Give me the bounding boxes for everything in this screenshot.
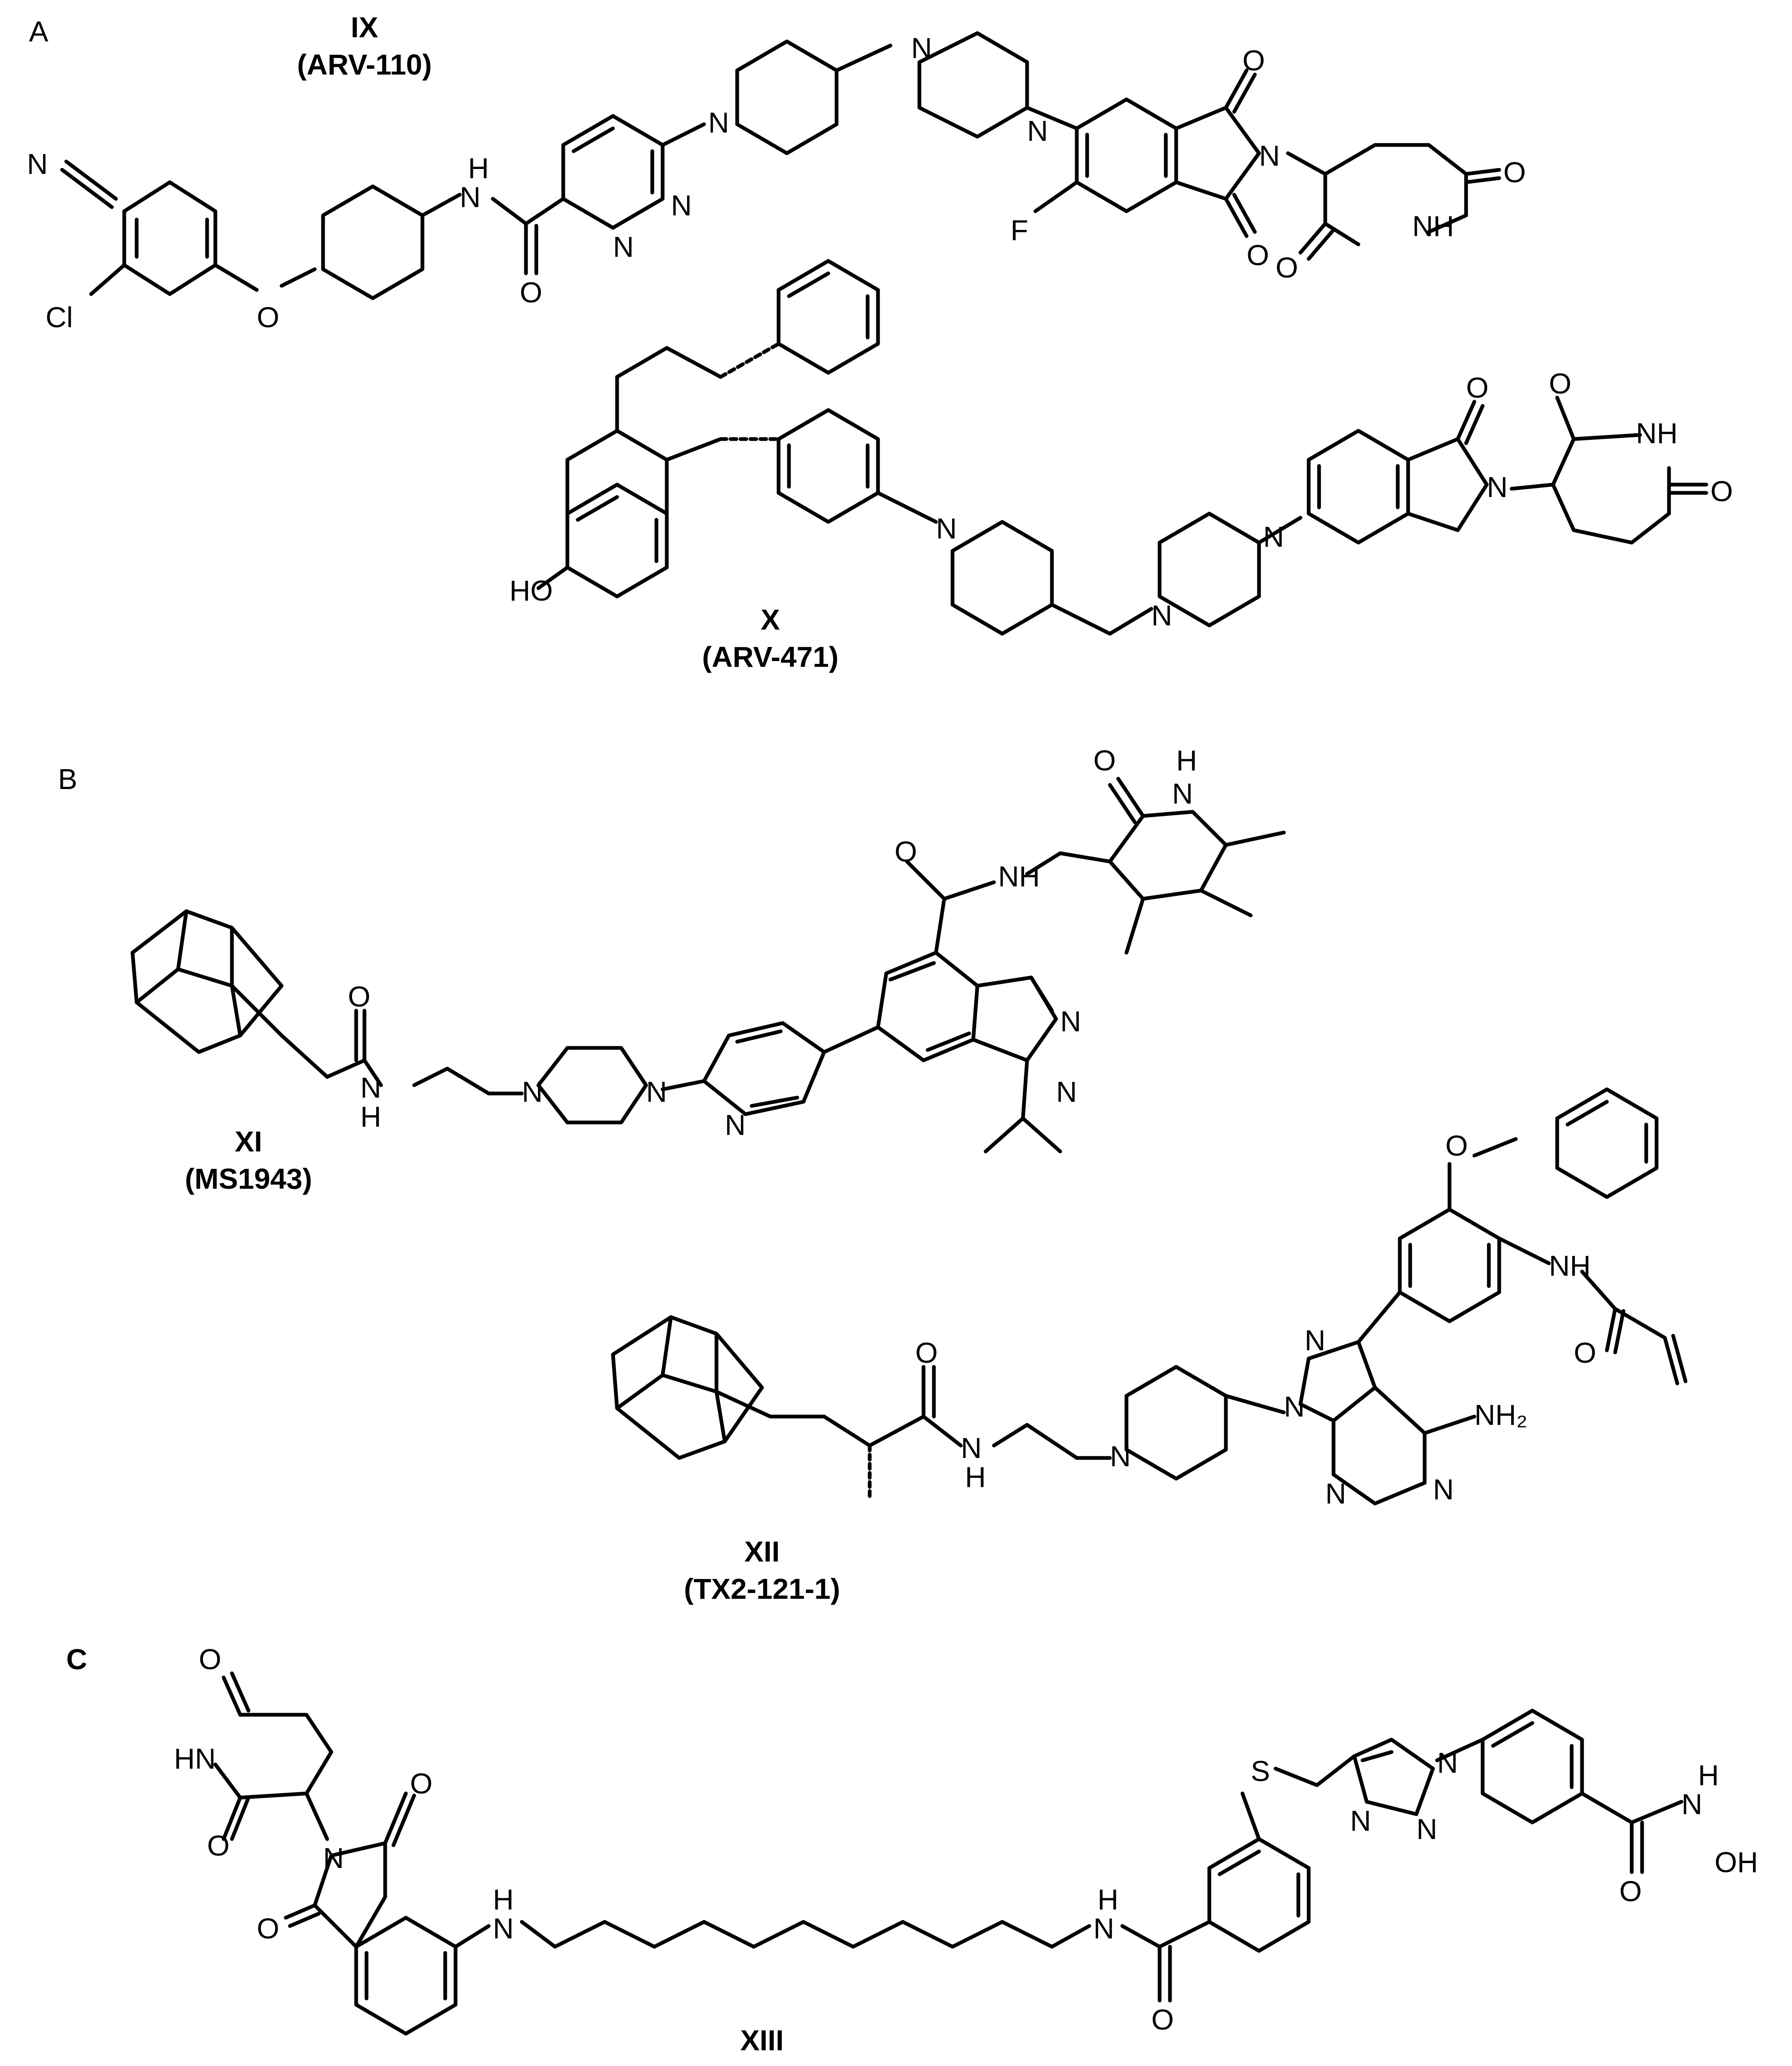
compound-xi-atom-labels: O H N N N N N N O NH O H N: [348, 744, 1197, 1141]
atom-h: H: [468, 152, 489, 184]
compound-x-code: (ARV-471): [702, 641, 838, 673]
atom-o: O: [207, 1829, 229, 1862]
panel-label-b: B: [58, 763, 77, 795]
compound-ix-structure: [60, 31, 1501, 300]
atom-s: S: [1251, 1755, 1270, 1787]
atom-n: N: [1110, 1440, 1131, 1472]
panel-label-c: C: [66, 1643, 87, 1675]
atom-n: N: [708, 106, 729, 139]
compound-xiii-atom-labels: O HN O N O O H N H N O S N N N H N OH O: [174, 1643, 1758, 2036]
atom-o: O: [1151, 2003, 1174, 2036]
atom-o: O: [520, 276, 542, 309]
compound-ix-atom-labels: N Cl O H N O N N N N N F O N O O NH O: [27, 32, 1526, 333]
atom-n: N: [522, 1076, 543, 1108]
atom-o: O: [1503, 156, 1526, 188]
compound-ix-code: (ARV-110): [297, 48, 432, 81]
atom-n: N: [725, 1109, 746, 1141]
atom-oh: OH: [1715, 1846, 1758, 1878]
atom-n: N: [1027, 115, 1048, 147]
compound-xiii-structure: [213, 1671, 1683, 2036]
atom-h: H: [360, 1101, 381, 1133]
compound-xii-numeral: XII: [744, 1535, 780, 1568]
compound-xi-numeral: XI: [235, 1125, 262, 1158]
compound-xi-structure: [130, 777, 1286, 1154]
atom-n: N: [1263, 521, 1284, 553]
atom-n: N: [323, 1842, 344, 1874]
atom-o: O: [1093, 744, 1116, 777]
atom-o: O: [1549, 367, 1571, 400]
compound-ix-numeral: IX: [351, 11, 378, 43]
atom-nh: NH: [1412, 210, 1454, 242]
atom-nh: NH: [1549, 1250, 1591, 1282]
atom-o: O: [410, 1767, 432, 1800]
atom-h: H: [493, 1883, 514, 1916]
atom-n: N: [613, 231, 634, 263]
atom-cl: Cl: [46, 301, 73, 333]
atom-o: O: [1445, 1130, 1468, 1162]
atom-n: N: [1433, 1473, 1454, 1506]
atom-nh: NH: [1636, 417, 1678, 449]
atom-n: N: [493, 1912, 514, 1945]
atom-nh: NH: [998, 860, 1040, 893]
atom-h: H: [1097, 1883, 1119, 1916]
atom-n: N: [1060, 1005, 1081, 1038]
atom-ho: HO: [509, 574, 553, 607]
compound-xi-code: (MS1943): [185, 1163, 312, 1195]
atom-n: N: [27, 148, 48, 180]
atom-o: O: [257, 301, 279, 333]
atom-o: O: [1466, 372, 1488, 404]
atom-o: O: [1247, 239, 1269, 271]
atom-n: N: [936, 512, 957, 545]
compound-xii-code: (TX2-121-1): [684, 1573, 840, 1605]
atom-o: O: [895, 835, 917, 868]
compound-x-numeral: X: [761, 603, 780, 636]
atom-n: N: [1681, 1788, 1703, 1820]
atom-h: H: [1176, 744, 1197, 777]
atom-n: N: [360, 1072, 381, 1104]
atom-h: H: [1698, 1759, 1719, 1791]
atom-n: N: [1259, 140, 1280, 172]
atom-n: N: [1487, 471, 1508, 503]
atom-nh2: NH₂: [1474, 1399, 1527, 1431]
atom-o: O: [915, 1337, 938, 1369]
atom-n: N: [1350, 1805, 1371, 1837]
atom-n: N: [1151, 599, 1172, 632]
atom-n: N: [1305, 1324, 1326, 1356]
atom-n: N: [1325, 1477, 1346, 1510]
atom-o: O: [199, 1643, 221, 1675]
panel-label-a: A: [29, 15, 48, 48]
compound-x-atom-labels: HO N N N O N O NH O: [509, 367, 1733, 632]
compound-xii-structure: [611, 1087, 1688, 1506]
atom-n: N: [460, 181, 481, 213]
atom-n: N: [911, 32, 932, 64]
atom-o: O: [1619, 1875, 1642, 1907]
atom-n: N: [646, 1076, 667, 1108]
atom-n: N: [671, 189, 692, 222]
atom-n: N: [1437, 1747, 1458, 1779]
atom-o: O: [348, 980, 370, 1013]
atom-n: N: [1172, 777, 1193, 810]
atom-o: O: [1276, 251, 1298, 284]
atom-n: N: [1093, 1912, 1114, 1945]
atom-n: N: [1416, 1813, 1437, 1845]
atom-n: N: [1056, 1076, 1077, 1108]
compound-xiii-numeral: XIII: [740, 2024, 784, 2056]
atom-f: F: [1011, 214, 1028, 246]
compound-xii-atom-labels: O N H N N N N N NH₂ O NH O: [915, 1130, 1596, 1510]
atom-o: O: [257, 1912, 279, 1945]
atom-o: O: [1574, 1337, 1596, 1369]
atom-o: O: [1242, 44, 1265, 77]
atom-n: N: [961, 1432, 982, 1464]
atom-h: H: [965, 1461, 986, 1493]
atom-hn: HN: [174, 1743, 216, 1775]
atom-o: O: [1710, 475, 1733, 507]
atom-n: N: [1284, 1390, 1305, 1423]
compound-x-structure: [536, 259, 1708, 636]
